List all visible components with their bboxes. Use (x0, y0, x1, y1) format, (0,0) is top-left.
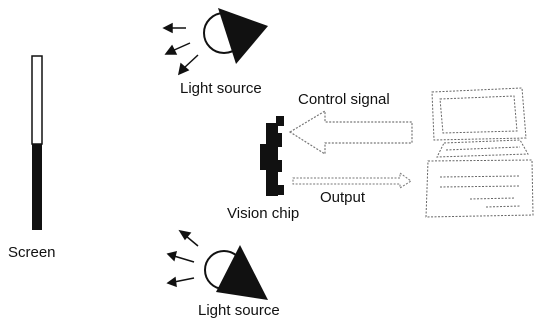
screen (31, 55, 43, 230)
vision-chip-label: Vision chip (227, 205, 299, 222)
screen-label: Screen (8, 244, 56, 261)
light-source-bottom-label: Light source (198, 302, 280, 319)
case-detail (469, 197, 516, 200)
screen-bottom-black (32, 144, 42, 230)
drive-bay (439, 185, 521, 188)
light-source-reflector (218, 8, 268, 64)
chip-pin (276, 185, 284, 195)
light-source-top-label: Light source (180, 80, 262, 97)
light-rays-top (162, 22, 199, 76)
chip-pin (276, 160, 282, 172)
arrowhead-icon (177, 62, 190, 76)
light-ray (173, 277, 195, 283)
output-label: Output (320, 189, 366, 206)
keyboard-outline (436, 139, 529, 158)
light-source-reflector (216, 245, 268, 300)
control-signal-arrow (288, 109, 413, 156)
chip-side (260, 144, 267, 170)
control-signal-label: Control signal (298, 91, 390, 108)
light-ray (183, 54, 199, 69)
arrowhead-icon (166, 250, 178, 262)
arrowhead-icon (166, 276, 177, 288)
monitor-outline (431, 87, 527, 141)
monitor-screen (439, 95, 518, 134)
vision-chip-icon (260, 116, 284, 196)
screen-top-white (31, 55, 43, 145)
computer-icon (425, 87, 534, 218)
light-rays-bottom (166, 229, 199, 288)
chip-pin (276, 116, 284, 126)
light-ray (171, 42, 191, 52)
light-source-icon (203, 8, 268, 64)
chip-pin (276, 133, 282, 147)
keyboard-row (445, 146, 521, 151)
output-arrow (292, 172, 412, 189)
computer-case (425, 159, 534, 218)
arrowhead-icon (162, 22, 173, 34)
arrowhead-icon (178, 229, 192, 241)
arrowhead-icon (164, 44, 178, 55)
light-source-icon (204, 245, 268, 300)
drive-bay (439, 175, 521, 178)
light-ray (185, 235, 199, 247)
case-detail (485, 205, 521, 208)
light-ray (173, 255, 195, 263)
chip-body (266, 123, 278, 196)
